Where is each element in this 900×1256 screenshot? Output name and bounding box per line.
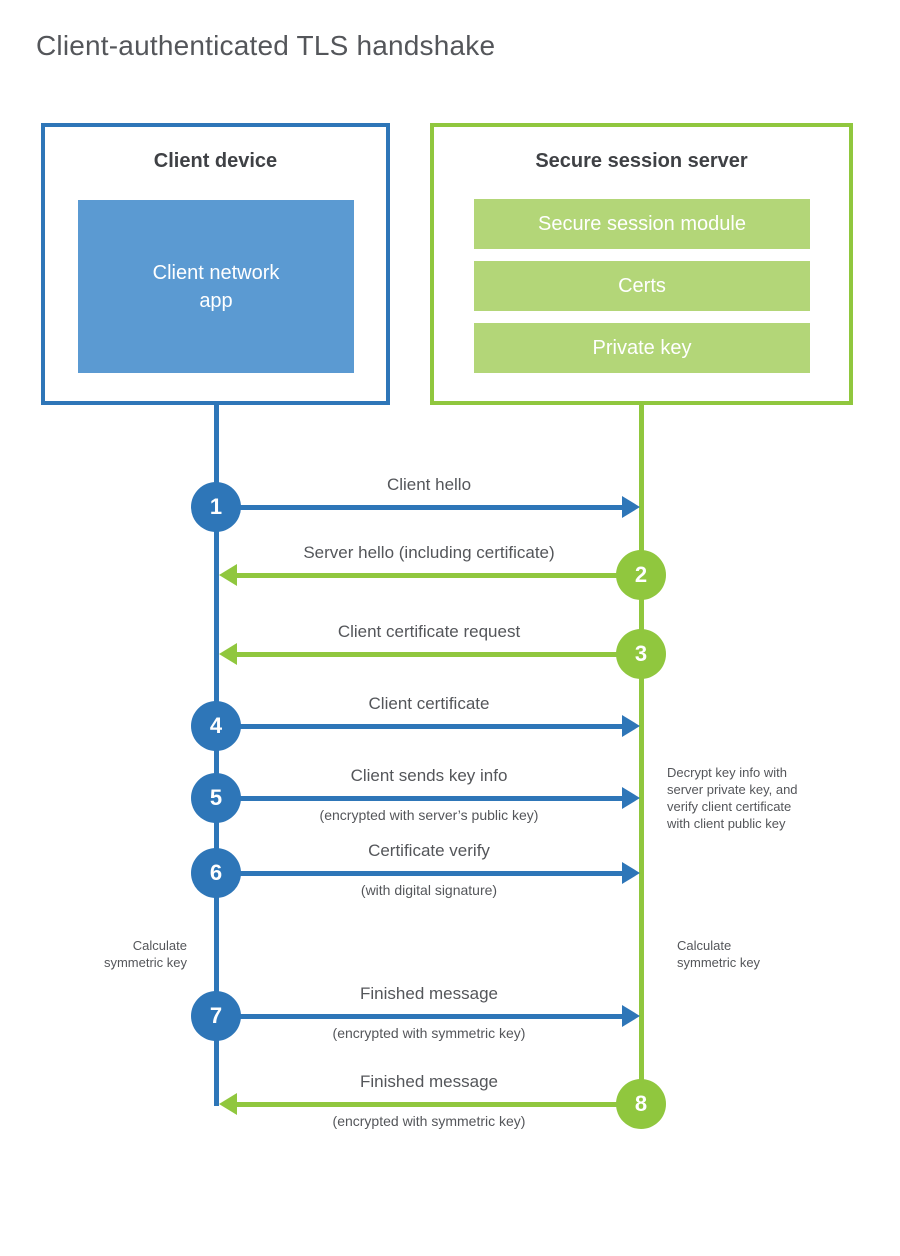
- arrow-shaft: [237, 573, 642, 578]
- message-label: Finished message: [360, 1072, 498, 1091]
- step-number-badge: 2: [616, 550, 666, 600]
- arrow-shaft: [216, 724, 624, 729]
- decrypt-key-note: Decrypt key info with server private key…: [667, 765, 798, 831]
- message-sublabel: (encrypted with server’s public key): [319, 807, 539, 823]
- step-number: 7: [209, 1003, 223, 1028]
- step-number: 2: [634, 562, 648, 587]
- client-network-app-box: Client network app: [78, 200, 354, 373]
- client-device-title: Client device: [153, 150, 278, 172]
- arrow-shaft: [216, 505, 624, 510]
- server-lifeline: [639, 405, 644, 1104]
- message-label: Server hello (including certificate): [303, 543, 555, 562]
- server-module-secure-session-module: Secure session module: [474, 199, 810, 249]
- server-module-private-key: Private key: [474, 323, 810, 373]
- message-label: Finished message: [360, 984, 498, 1003]
- step-number: 3: [634, 641, 648, 666]
- step-number: 6: [209, 860, 223, 885]
- arrow-right-icon: [622, 862, 640, 884]
- message-label: Client certificate request: [337, 622, 521, 641]
- step-number-badge: 6: [191, 848, 241, 898]
- server-module-certs: Certs: [474, 261, 810, 311]
- calculate-symmetric-key-note-client: Calculate symmetric key: [103, 938, 187, 970]
- step-number-badge: 8: [616, 1079, 666, 1129]
- calculate-symmetric-key-note-server: Calculate symmetric key: [677, 938, 761, 970]
- secure-session-server-title: Secure session server: [535, 150, 748, 172]
- arrow-shaft: [216, 796, 624, 801]
- step-number-badge: 3: [616, 629, 666, 679]
- message-sublabel: (encrypted with symmetric key): [332, 1025, 526, 1041]
- arrow-left-icon: [219, 643, 237, 665]
- message-label: Client hello: [386, 475, 472, 494]
- arrow-right-icon: [622, 715, 640, 737]
- message-label: Certificate verify: [368, 841, 490, 860]
- message-label: Client certificate: [368, 694, 490, 713]
- arrow-shaft: [237, 652, 642, 657]
- arrow-shaft: [216, 1014, 624, 1019]
- arrow-shaft: [216, 871, 624, 876]
- client-lifeline: [214, 405, 219, 1106]
- step-number: 4: [209, 713, 223, 738]
- arrow-left-icon: [219, 564, 237, 586]
- arrow-right-icon: [622, 1005, 640, 1027]
- arrow-right-icon: [622, 496, 640, 518]
- step-number-badge: 7: [191, 991, 241, 1041]
- step-number: 8: [634, 1091, 648, 1116]
- step-number-badge: 1: [191, 482, 241, 532]
- message-sublabel: (with digital signature): [360, 882, 498, 898]
- page-title: Client-authenticated TLS handshake: [36, 30, 496, 61]
- step-number: 5: [209, 785, 223, 810]
- step-number-badge: 5: [191, 773, 241, 823]
- arrow-left-icon: [219, 1093, 237, 1115]
- step-number-badge: 4: [191, 701, 241, 751]
- step-number: 1: [209, 494, 223, 519]
- message-sublabel: (encrypted with symmetric key): [332, 1113, 526, 1129]
- message-label: Client sends key info: [350, 766, 508, 785]
- arrow-shaft: [237, 1102, 642, 1107]
- arrow-right-icon: [622, 787, 640, 809]
